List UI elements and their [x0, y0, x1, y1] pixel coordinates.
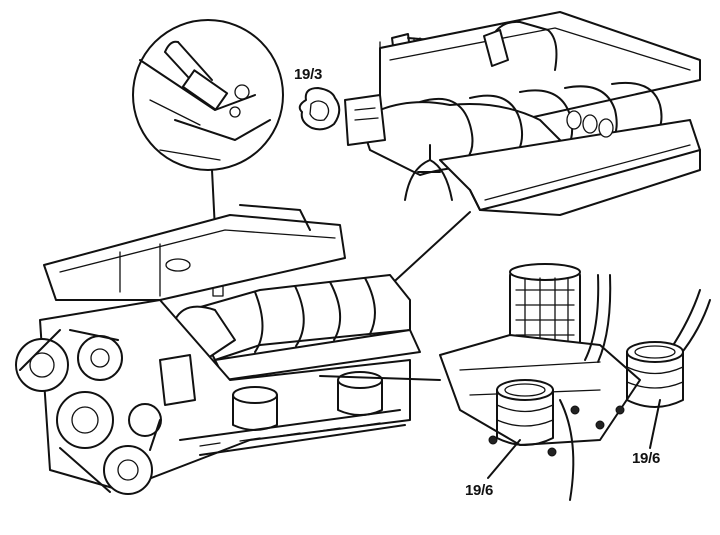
gasket-19-3 — [298, 87, 341, 131]
engine-block — [15, 204, 441, 495]
detail-magnifier-circle — [132, 19, 284, 297]
label-sleeve-19-6-right: 19/6 — [632, 450, 660, 467]
rubber-sleeve-left — [496, 379, 554, 446]
throttle-body-detail — [439, 263, 711, 501]
intake-manifold-upper-exploded — [344, 11, 701, 291]
rubber-sleeve-right — [626, 341, 684, 408]
label-sleeve-19-6-left: 19/6 — [465, 482, 493, 499]
label-gasket-19-3: 19/3 — [294, 66, 322, 83]
